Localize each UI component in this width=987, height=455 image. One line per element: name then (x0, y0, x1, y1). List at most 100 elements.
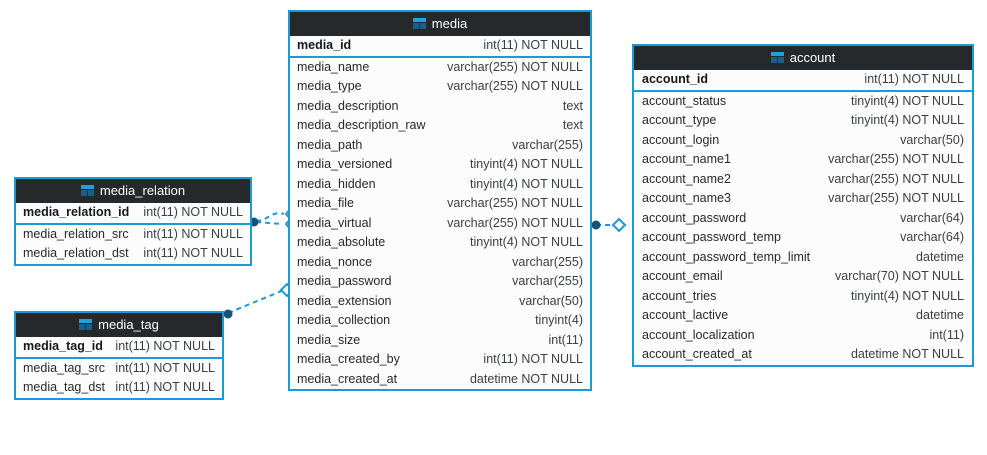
attribute-name: media_name (297, 59, 370, 74)
entity-media-tag[interactable]: media_tag media_tag_id int(11) NOT NULL … (14, 311, 224, 400)
table-icon (80, 185, 94, 196)
attribute-name: media_file (297, 196, 354, 210)
attribute-row[interactable]: media_name varchar(255) NOT NULL (290, 58, 590, 78)
attribute-name: account_status (642, 93, 727, 108)
attribute-type: tinyint(4) NOT NULL (470, 176, 583, 191)
relation-line-media_relation-media-1 (255, 212, 285, 222)
attribute-row-primary-key[interactable]: account_id int(11) NOT NULL (634, 70, 972, 90)
attribute-name: media_relation_dst (23, 246, 129, 260)
attribute-name: media_created_at (297, 371, 398, 386)
attribute-row-primary-key[interactable]: media_tag_id int(11) NOT NULL (16, 337, 222, 357)
entity-media-columns: media_name varchar(255) NOT NULL media_ty… (290, 58, 590, 390)
attribute-type: datetime (916, 308, 964, 322)
entity-media[interactable]: media media_id int(11) NOT NULL media_na… (288, 10, 592, 391)
attribute-row[interactable]: account_email varchar(70) NOT NULL (634, 267, 972, 287)
attribute-type: varchar(50) (519, 293, 583, 308)
attribute-type: tinyint(4) NOT NULL (470, 235, 583, 249)
attribute-type: text (562, 118, 583, 132)
attribute-name: media_virtual (297, 215, 372, 230)
attribute-name: media_tag_dst (23, 380, 106, 394)
attribute-row[interactable]: account_password_temp varchar(64) (634, 228, 972, 248)
attribute-row-primary-key[interactable]: media_relation_id int(11) NOT NULL (16, 203, 250, 223)
attribute-type: int(11) NOT NULL (115, 360, 215, 375)
entity-media-relation-body: media_relation_id int(11) NOT NULL media… (16, 203, 250, 264)
attribute-name: account_name1 (642, 152, 731, 166)
table-icon (770, 52, 784, 63)
attribute-name: account_password_temp (642, 230, 781, 244)
attribute-name: media_description_raw (297, 118, 426, 132)
attribute-row-primary-key[interactable]: media_id int(11) NOT NULL (290, 36, 590, 56)
relation-target-marker-account (611, 217, 627, 233)
entity-account-columns: account_status tinyint(4) NOT NULL accoun… (634, 92, 972, 365)
attribute-name: account_password (642, 210, 747, 225)
attribute-name: account_created_at (642, 347, 752, 361)
attribute-type: int(11) (548, 332, 583, 347)
attribute-row[interactable]: account_name1 varchar(255) NOT NULL (634, 150, 972, 170)
attribute-row[interactable]: media_description_raw text (290, 116, 590, 136)
attribute-row[interactable]: media_tag_dst int(11) NOT NULL (16, 378, 222, 398)
attribute-row[interactable]: media_hidden tinyint(4) NOT NULL (290, 175, 590, 195)
attribute-type: int(11) NOT NULL (864, 72, 964, 86)
entity-media-tag-title: media_tag (98, 317, 159, 332)
attribute-type: varchar(70) NOT NULL (835, 269, 964, 283)
attribute-name: account_lactive (642, 308, 729, 322)
attribute-name: media_hidden (297, 176, 376, 191)
attribute-name: media_description (297, 98, 399, 113)
relation-source-marker-media_tag (223, 309, 233, 319)
attribute-name: media_created_by (297, 352, 400, 366)
attribute-type: varchar(255) NOT NULL (828, 152, 964, 166)
attribute-type: varchar(64) (900, 230, 964, 244)
attribute-name: account_password_temp_limit (642, 249, 811, 264)
attribute-row[interactable]: media_file varchar(255) NOT NULL (290, 194, 590, 214)
attribute-type: datetime NOT NULL (850, 347, 964, 361)
entity-account-title: account (789, 50, 836, 65)
attribute-row[interactable]: account_lactive datetime (634, 306, 972, 326)
attribute-name: account_email (642, 269, 723, 283)
attribute-name: media_path (297, 137, 363, 152)
entity-media-relation[interactable]: media_relation media_relation_id int(11)… (14, 177, 252, 266)
attribute-type: varchar(255) NOT NULL (447, 196, 583, 210)
entity-account[interactable]: account account_id int(11) NOT NULL acco… (632, 44, 974, 367)
entity-media-tag-body: media_tag_id int(11) NOT NULL media_tag_… (16, 337, 222, 398)
attribute-row[interactable]: account_status tinyint(4) NOT NULL (634, 92, 972, 112)
attribute-type: varchar(255) NOT NULL (828, 171, 964, 186)
attribute-name: account_localization (642, 327, 755, 342)
attribute-type: varchar(255) NOT NULL (828, 191, 964, 205)
attribute-type: varchar(255) NOT NULL (447, 59, 583, 74)
attribute-name: media_id (297, 38, 352, 52)
attribute-name: media_relation_src (23, 226, 129, 241)
attribute-type: tinyint(4) (535, 313, 583, 327)
attribute-type: tinyint(4) NOT NULL (851, 93, 964, 108)
attribute-row[interactable]: account_created_at datetime NOT NULL (634, 345, 972, 365)
attribute-type: varchar(50) (900, 132, 964, 147)
attribute-type: int(11) NOT NULL (143, 205, 243, 219)
entity-account-pk-section: account_id int(11) NOT NULL (634, 70, 972, 92)
attribute-type: int(11) NOT NULL (115, 380, 215, 394)
attribute-name: media_password (297, 274, 392, 288)
